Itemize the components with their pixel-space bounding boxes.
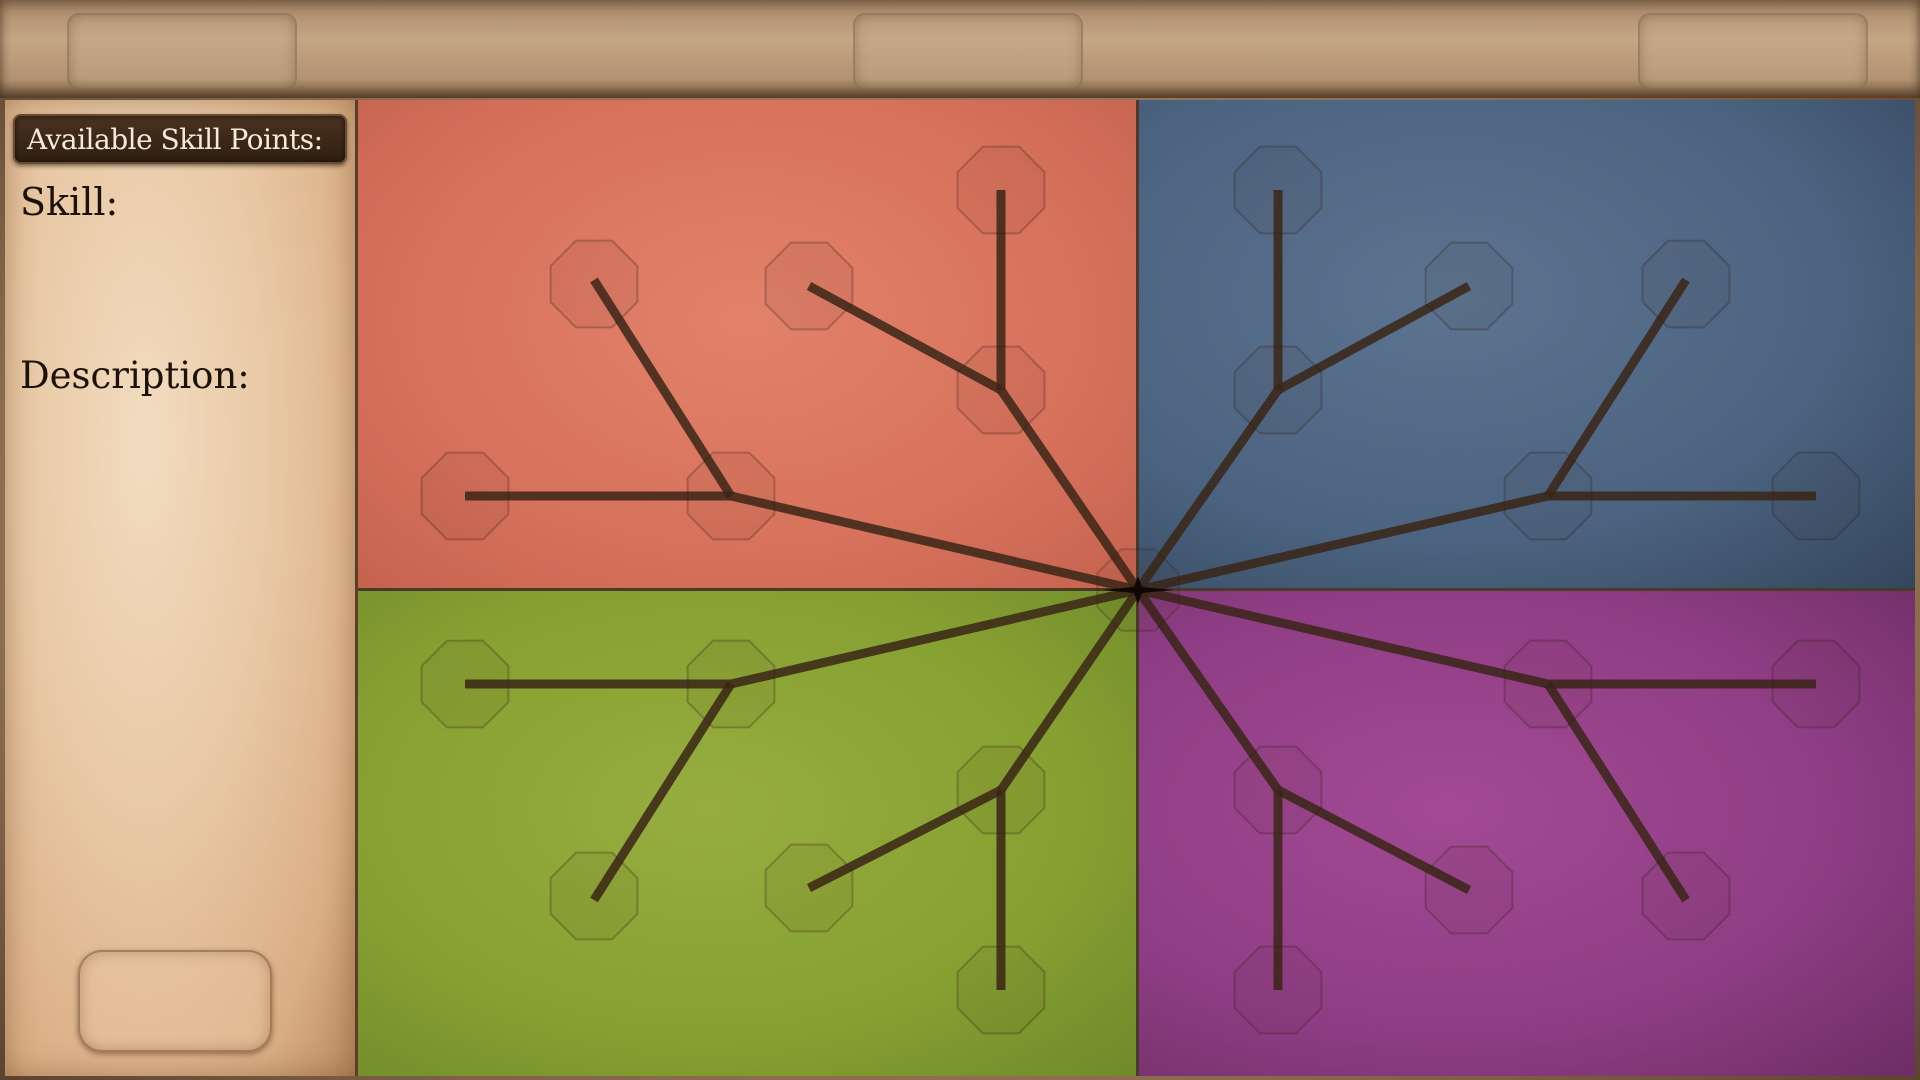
skill-node-octagon-icon[interactable] [1503, 639, 1593, 729]
skill-node-octagon-icon[interactable] [420, 451, 510, 541]
skill-link [806, 282, 1004, 394]
skill-node-octagon-icon[interactable] [1233, 345, 1323, 435]
skill-points-banner: Available Skill Points: [13, 114, 347, 164]
skill-node-octagon-icon[interactable] [686, 639, 776, 729]
skill-nodes [420, 145, 1861, 1035]
skill-branch-blue [1139, 100, 1915, 588]
skill-link [729, 491, 1140, 595]
skill-node-octagon-icon[interactable] [1641, 239, 1731, 329]
skill-node-octagon-icon[interactable] [1233, 145, 1323, 235]
skill-link [590, 277, 735, 499]
skill-node-octagon-icon[interactable] [549, 851, 639, 941]
star-burst-icon [1102, 576, 1174, 604]
skill-branch-purple [1139, 591, 1915, 1076]
top-slot-right-button[interactable] [1638, 13, 1868, 90]
skill-node-octagon-icon[interactable] [956, 145, 1046, 235]
skill-node-octagon-icon[interactable] [1233, 945, 1323, 1035]
skill-node-octagon-icon[interactable] [1771, 639, 1861, 729]
skill-node-octagon-icon[interactable] [1424, 845, 1514, 935]
skill-tree-graph [420, 145, 1861, 1035]
skill-branch-green [358, 591, 1136, 1076]
skill-link [1134, 387, 1282, 593]
skill-node-octagon-icon[interactable] [764, 843, 854, 933]
skill-link [997, 587, 1142, 793]
skill-link [1275, 786, 1472, 894]
skill-node-octagon-icon[interactable] [1424, 241, 1514, 331]
skill-name-label: Skill: [20, 180, 119, 224]
skill-node-octagon-icon[interactable] [1233, 745, 1323, 835]
skill-node-octagon-icon[interactable] [549, 239, 639, 329]
skill-link [806, 785, 1004, 893]
skill-link [1544, 681, 1690, 903]
skill-description-label: Description: [20, 354, 250, 397]
skill-link [1136, 585, 1550, 689]
skill-link [1134, 587, 1282, 793]
top-slot-center-button[interactable] [853, 13, 1083, 90]
skill-link [729, 585, 1140, 689]
skill-node-octagon-icon[interactable] [1641, 851, 1731, 941]
skill-link [1544, 277, 1690, 499]
root-node [1096, 548, 1180, 632]
skill-node-octagon-icon[interactable] [1771, 451, 1861, 541]
skill-info-panel: Available Skill Points: Skill: Descripti… [5, 100, 358, 1076]
skill-node-octagon-icon[interactable] [956, 345, 1046, 435]
confirm-skill-button[interactable] [78, 950, 272, 1052]
skill-links [465, 190, 1816, 990]
skill-points-label: Available Skill Points: [27, 123, 323, 156]
skill-link [1275, 282, 1472, 394]
skill-link [1136, 491, 1550, 595]
skill-node-octagon-icon[interactable] [956, 745, 1046, 835]
top-slot-left-button[interactable] [67, 13, 297, 90]
skill-node-octagon-icon[interactable] [1503, 451, 1593, 541]
skill-link [590, 681, 735, 903]
skill-node-octagon-icon[interactable] [956, 945, 1046, 1035]
skill-link [997, 387, 1142, 593]
skill-node-octagon-icon[interactable] [420, 639, 510, 729]
skill-node-octagon-icon[interactable] [764, 241, 854, 331]
skill-branch-red [358, 100, 1136, 588]
top-toolbar [0, 0, 1920, 98]
skill-tree-area [358, 100, 1915, 1076]
skill-node-octagon-icon[interactable] [686, 451, 776, 541]
